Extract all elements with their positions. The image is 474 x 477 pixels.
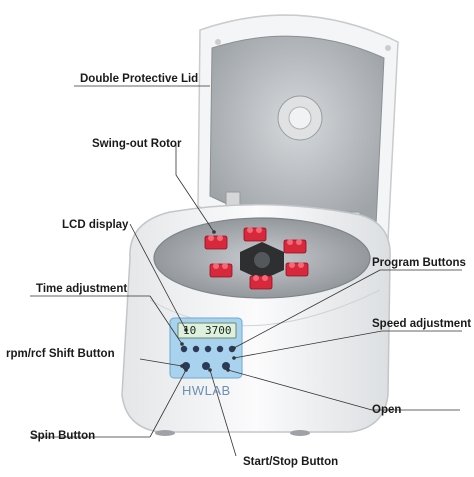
lcd-speed-readout: 3700 bbox=[205, 324, 232, 337]
label-spin-button: Spin Button bbox=[30, 430, 96, 442]
label-swing-out-rotor: Swing-out Rotor bbox=[92, 138, 182, 150]
leader-lines bbox=[30, 85, 462, 457]
lcd-screen bbox=[177, 322, 237, 339]
label-double-protective-lid: Double Protective Lid bbox=[80, 73, 199, 85]
label-lcd-display: LCD display bbox=[62, 219, 129, 231]
brand-logo: HWLAB bbox=[182, 383, 231, 398]
label-rpm-rcf-shift-button: rpm/rcf Shift Button bbox=[6, 348, 115, 360]
label-open: Open bbox=[372, 404, 402, 416]
tube-holders bbox=[204, 227, 309, 290]
label-time-adjustment: Time adjustment bbox=[36, 283, 128, 295]
label-program-buttons: Program Buttons bbox=[372, 257, 466, 269]
label-speed-adjustment: Speed adjustment bbox=[372, 318, 472, 330]
panel-buttons bbox=[180, 345, 236, 370]
label-start-stop-button: Start/Stop Button bbox=[243, 456, 339, 468]
lcd-time-readout: 10 bbox=[183, 324, 197, 337]
